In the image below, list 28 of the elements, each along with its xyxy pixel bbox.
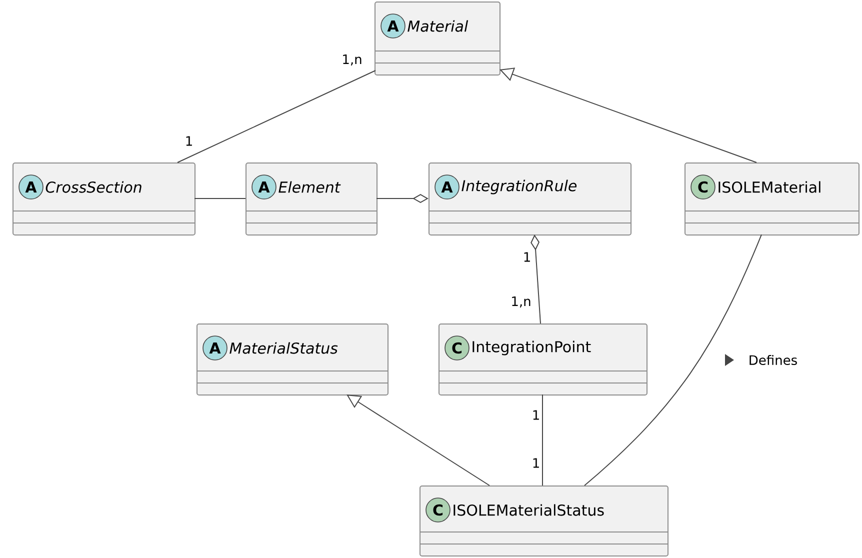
class-name: CrossSection — [46, 181, 142, 193]
connector — [584, 234, 762, 486]
connector — [542, 394, 543, 486]
class-box — [684, 162, 860, 236]
class-box — [420, 486, 668, 556]
connector — [194, 198, 246, 199]
multiplicity-label: 1 — [524, 252, 530, 262]
multiplicity-label: 1 — [186, 136, 192, 146]
class-box — [246, 162, 378, 236]
class-box — [428, 162, 632, 236]
edge-label: Defines — [747, 354, 799, 366]
connector — [346, 394, 490, 486]
multiplicity-label: 1 — [533, 458, 539, 468]
class-box — [196, 324, 388, 396]
class-name: ISOLEMaterialStatus — [454, 504, 604, 516]
class-box — [374, 2, 500, 76]
class-name: IntegrationRule — [462, 180, 577, 194]
class-name: Material — [408, 20, 468, 32]
class-name: MaterialStatus — [230, 342, 338, 354]
class-name: Element — [278, 181, 341, 193]
class-name: ISOLEMaterial — [718, 181, 820, 193]
class-box — [12, 162, 196, 236]
multiplicity-label: 1,n — [343, 54, 362, 66]
multiplicity-label: 1 — [533, 410, 539, 420]
class-name: IntegrationPoint — [472, 340, 591, 356]
multiplicity-label: 1,n — [512, 296, 530, 308]
connector — [177, 70, 376, 163]
class-box — [438, 324, 648, 396]
